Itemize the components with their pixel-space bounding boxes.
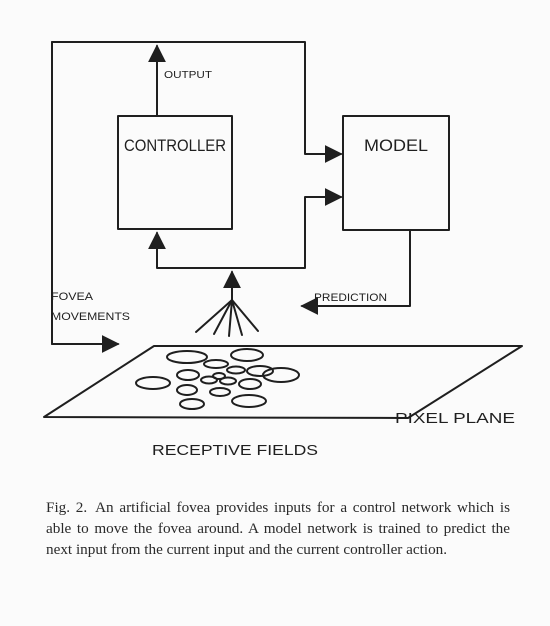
input-to-model-line <box>231 188 343 269</box>
pixel-plane-label: PIXEL PLANE <box>395 410 515 427</box>
receptive-fields <box>135 348 300 410</box>
controller-box <box>117 115 233 230</box>
receptive-fields-label: RECEPTIVE FIELDS <box>152 442 318 459</box>
fovea-fan <box>195 299 259 337</box>
model-label: MODEL <box>364 136 428 155</box>
fovea-movements-line1: FOVEA <box>51 291 94 303</box>
controller-label: CONTROLLER <box>124 136 226 155</box>
output-to-model-line <box>51 41 343 163</box>
prediction-label: PREDICTION <box>314 292 387 304</box>
fovea-movements-line2: MOVEMENTS <box>51 311 130 323</box>
caption-label: Fig. 2. <box>46 499 88 516</box>
model-box <box>342 115 450 231</box>
pixel-plane <box>43 345 523 419</box>
caption-text: An artificial fovea provides inputs for … <box>46 499 510 558</box>
input-to-controller-line <box>148 231 233 269</box>
prediction-arrow <box>300 229 411 315</box>
figure-caption: Fig. 2. An artificial fovea provides inp… <box>46 497 510 560</box>
fovea-diagram: CONTROLLER MODEL OUTPUT FOVEA MOVEMENTS … <box>43 41 523 459</box>
output-label: OUTPUT <box>164 69 213 81</box>
